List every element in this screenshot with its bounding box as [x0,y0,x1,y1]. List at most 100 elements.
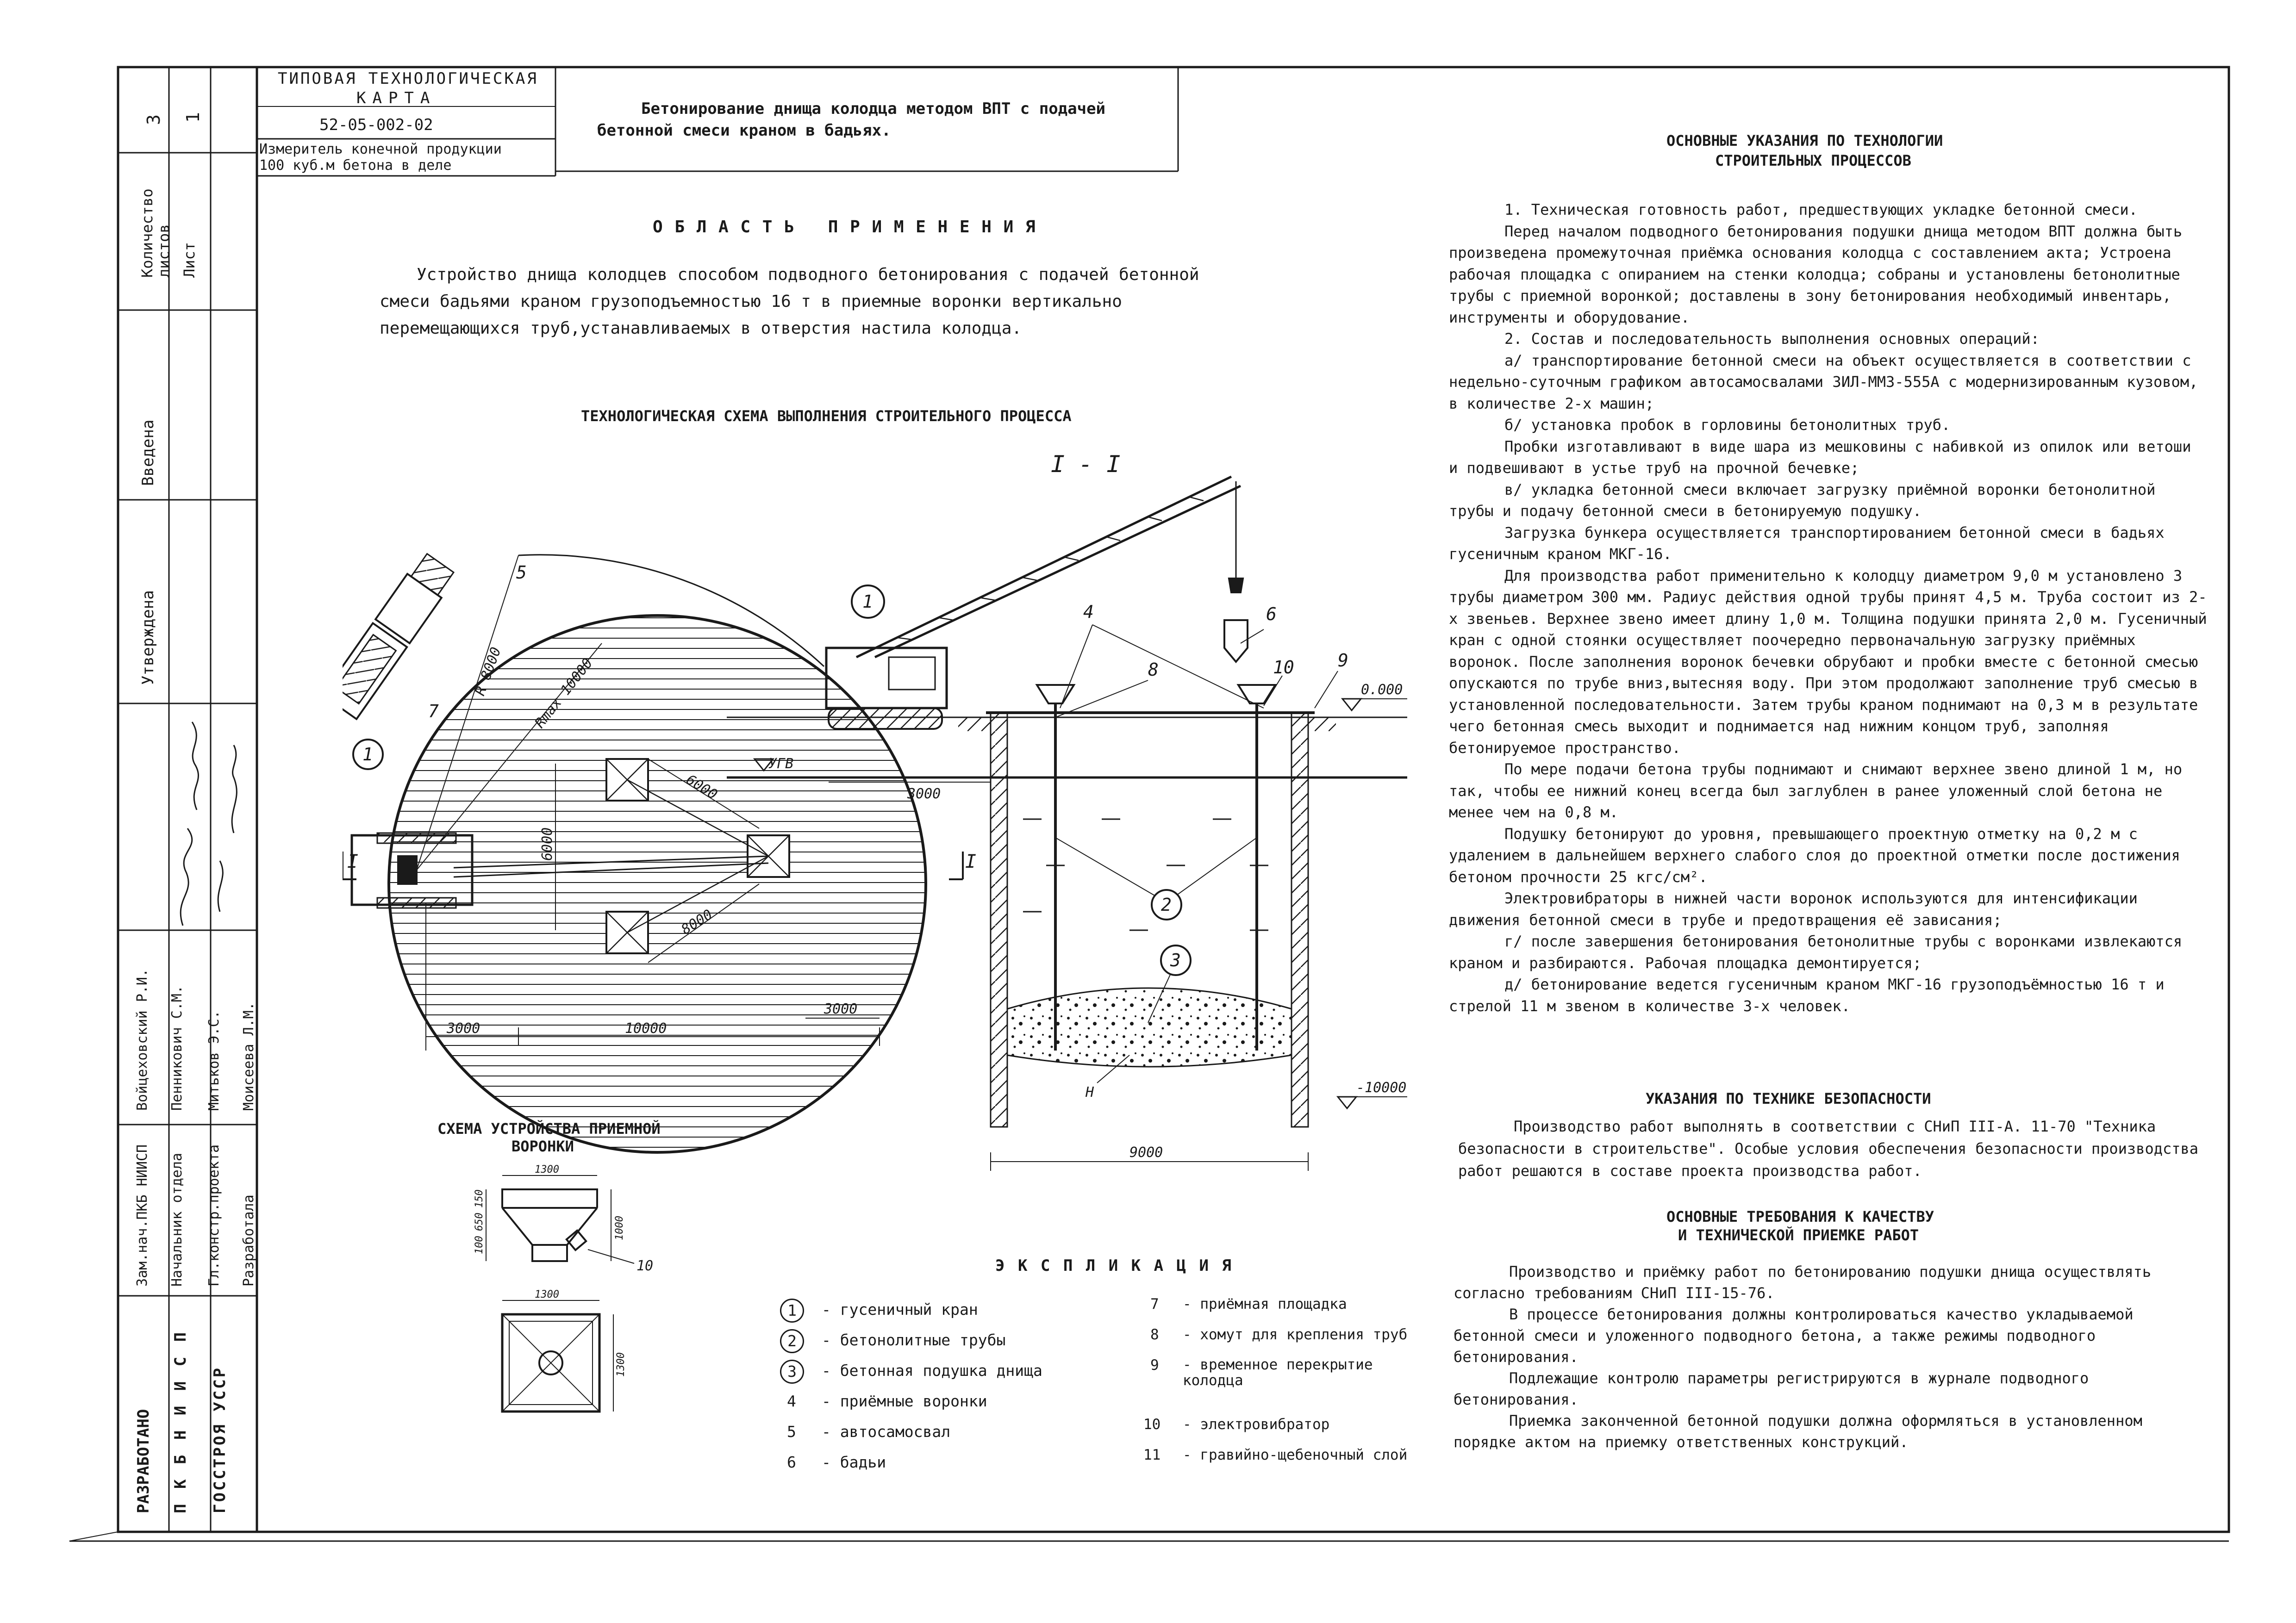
legend-item: 4 - приёмные воронки [780,1392,1132,1420]
callout-9: 9 [1338,650,1348,671]
section-mark-right: I [965,851,976,872]
name-chief-designer: Митьков Э.С. [206,1010,222,1111]
water-level: УГВ [768,756,793,772]
funnel-dim-side: 1000 [614,1216,625,1240]
role-deputy: Зам.нач.ПКБ НИИСП [134,1144,150,1287]
signatures [180,721,237,926]
quality-paragraph: Производство и приёмку работ по бетониро… [1454,1263,2152,1302]
legend-num-circle: 3 [780,1360,804,1384]
safety-text: Производство работ выполнять в соответст… [1458,1115,2199,1182]
funnel-detail: 1300 1300 1000 1300 150 650 100 10 [474,1164,653,1413]
map-type-line1: ТИПОВАЯ ТЕХНОЛОГИЧЕСКАЯ [278,69,538,88]
dim-9000: 9000 [1129,1144,1163,1161]
role-developer: Разработала [241,1194,257,1287]
role-head: Начальник отдела [169,1153,185,1287]
legend-text: - бетонная подушка днища [822,1362,1042,1380]
quality-paragraph: Подлежащие контролю параметры регистриру… [1454,1369,2089,1408]
legend-num: 6 [787,1453,796,1471]
callout-1-plan: 1 [362,744,373,765]
legend-num: 3 [787,1362,797,1380]
tech-paragraph: 2. Состав и последовательность выполнени… [1504,330,2040,348]
tech-paragraph: г/ после завершения бетонирования бетоно… [1449,933,2183,972]
map-type-line2: КАРТА [356,89,437,107]
tech-paragraph: Загрузка бункера осуществляется транспор… [1449,523,2165,563]
callout-6: 6 [1266,604,1277,624]
callout-4: 4 [1083,602,1094,622]
tech-paragraph: Пробки изготавливают в виде шара из мешк… [1449,437,2191,477]
legend-num: 5 [787,1423,796,1441]
dim-6000-left: 6000 [539,827,555,861]
tech-paragraph: Подушку бетонируют до уровня, превышающе… [1449,825,2180,886]
legend-num: 10 [1143,1416,1161,1433]
legend-num-circle: 2 [780,1329,804,1353]
legend-num-circle: 1 [780,1299,804,1323]
funnel-dim-top: 1300 [535,1164,559,1175]
level-bottom: -10000 [1356,1080,1406,1096]
funnel-dim-plan-side: 1300 [615,1352,627,1377]
org-line3: ГОССТРОЯ УССР [211,1366,229,1513]
legend-item: 3 - бетонная подушка днища [780,1360,1132,1389]
callout-10: 10 [1273,657,1294,678]
safety-paragraph: Производство работ выполнять в соответст… [1458,1118,2199,1180]
introduced-label: Введена [139,419,157,486]
legend-text: - гравийно-щебеночный слой [1183,1447,1408,1463]
section-labels: I - I 0.000 -10000 УГВ 3000 9000 H [768,451,1406,1161]
legend-text: - гусеничный кран [822,1300,978,1318]
funnel-title-line2: ВОРОНКИ [512,1138,574,1155]
sheet-number: 1 [183,112,203,123]
callout-8: 8 [1148,659,1159,680]
legend-text: - приёмная площадка [1183,1296,1347,1312]
dim-10000-plan: 10000 [625,1020,667,1037]
tech-paragraph: Перед началом подводного бетонирования п… [1449,222,2183,326]
tech-paragraph: в/ укладка бетонной смеси включает загру… [1449,480,2156,520]
legend-item: 1 - гусеничный кран [780,1299,1132,1328]
name-head: Пенникович С.М. [169,985,185,1111]
legend-text: - временное перекрытие колодца [1183,1356,1373,1389]
legend-text: - автосамосвал [822,1423,951,1441]
name-developer: Моисеева Л.М. [241,1002,257,1111]
section-mark-left: I [347,851,358,872]
scheme-title: ТЕХНОЛОГИЧЕСКАЯ СХЕМА ВЫПОЛНЕНИЯ СТРОИТЕ… [581,407,1072,425]
tech-heading-line1: ОСНОВНЫЕ УКАЗАНИЯ ПО ТЕХНОЛОГИИ [1666,132,1943,149]
callout-7: 7 [428,701,439,721]
label-h: H [1085,1084,1094,1101]
map-title-line2: бетонной смеси краном в бадьях. [597,121,891,140]
quality-heading-line1: ОСНОВНЫЕ ТРЕБОВАНИЯ К КАЧЕСТВУ [1666,1208,1934,1225]
legend-item: 6 - бадьи [780,1453,1132,1481]
scope-paragraph: Устройство днища колодцев способом подво… [380,265,1199,338]
meter-line1: Измеритель конечной продукции [259,141,502,157]
sheets-count-label: Количество листов [138,188,173,278]
dim-3000-section: 3000 [907,786,941,802]
legend-text: - приёмные воронки [822,1392,987,1410]
safety-heading: УКАЗАНИЯ ПО ТЕХНИКЕ БЕЗОПАСНОСТИ [1646,1090,1931,1107]
tech-paragraph: 1. Техническая готовность работ, предшес… [1504,201,2138,218]
sheet-label: Лист [181,242,198,278]
map-title-line1: Бетонирование днища колодца методом ВПТ … [641,99,1106,118]
quality-paragraph: В процессе бетонирования должны контроли… [1454,1306,2134,1366]
role-chief-designer: Гл.констр.проекта [206,1144,222,1287]
tech-paragraph: д/ бетонирование ведется гусеничным кран… [1449,976,2165,1015]
dim-3000-right: 3000 [824,1001,857,1017]
technological-scheme: 3000 10000 3000 6000 6000 8000 R 8000 Rm… [343,451,1407,1171]
quality-text: Производство и приёмку работ по бетониро… [1454,1261,2203,1453]
legend-num: 1 [787,1301,797,1319]
tech-paragraph: Электровибраторы в нижней части воронок … [1449,889,2138,929]
map-code: 52-05-002-02 [319,116,433,134]
section-view [727,475,1407,1171]
funnel-small-dim-1: 150 [474,1189,485,1208]
legend-title: Э К С П Л И К А Ц И Я [995,1256,1233,1275]
legend-item: 2 - бетонолитные трубы [780,1329,1132,1359]
sheets-count: 3 [144,114,164,125]
tech-heading-line2: СТРОИТЕЛЬНЫХ ПРОЦЕССОВ [1715,152,1911,169]
section-title: I - I [1051,451,1121,478]
plan-view [343,553,964,1154]
callout-1-section: 1 [862,591,873,612]
org-line2: П К Б Н И И С П [171,1329,190,1513]
funnel-title-line1: СХЕМА УСТРОЙСТВА ПРИЕМНОЙ [437,1120,661,1138]
legend-num: 9 [1150,1357,1159,1374]
funnel-dim-plan: 1300 [535,1289,559,1300]
funnel-small-dim-3: 100 [474,1236,485,1254]
approved-label: Утверждена [139,590,157,685]
org-line1: РАЗРАБОТАНО [134,1409,153,1513]
